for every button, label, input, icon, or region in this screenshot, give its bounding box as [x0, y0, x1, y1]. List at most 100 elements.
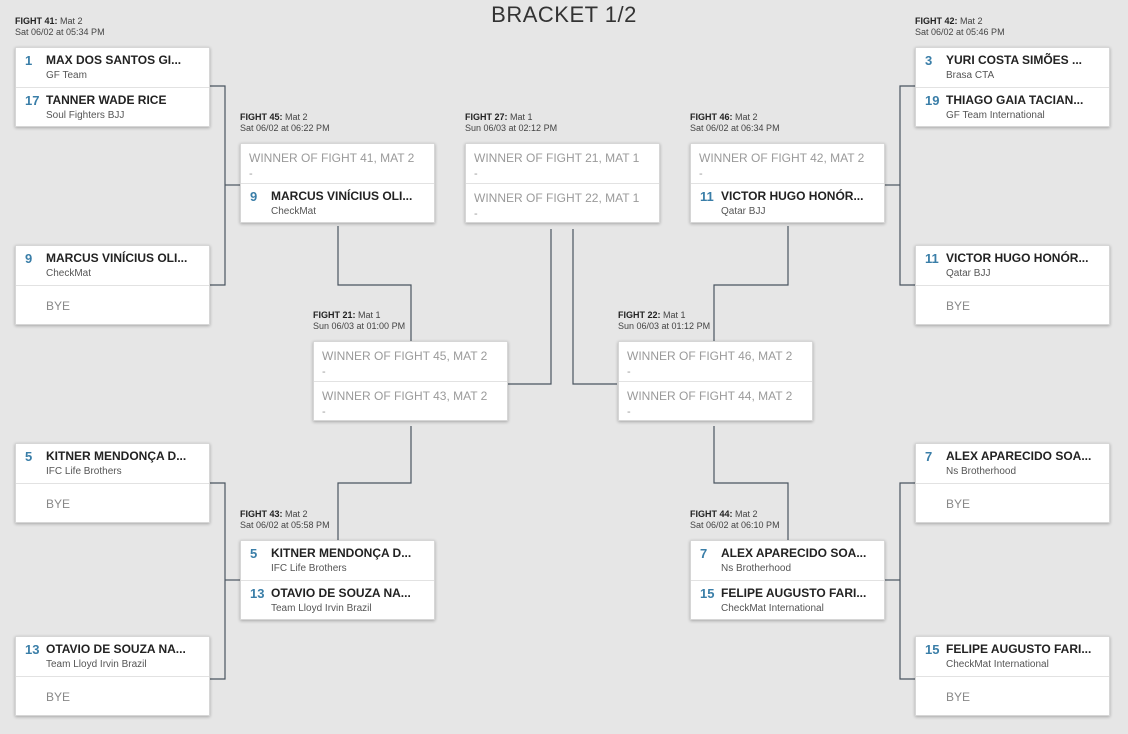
- match-card-fight-42[interactable]: 3 YURI COSTA SIMÕES ... Brasa CTA 19 THI…: [915, 47, 1110, 127]
- match-card-seed-11[interactable]: 11 VICTOR HUGO HONÓR... Qatar BJJ BYE: [915, 245, 1110, 325]
- fight-mat: Mat 2: [285, 509, 308, 519]
- fight-label: FIGHT 44:: [690, 509, 733, 519]
- competitor-slot[interactable]: 19 THIAGO GAIA TACIAN... GF Team Interna…: [916, 87, 1109, 127]
- bye-slot: BYE: [16, 483, 209, 523]
- competitor-slot[interactable]: 15 FELIPE AUGUSTO FARI... CheckMat Inter…: [916, 637, 1109, 676]
- winner-placeholder-slot: WINNER OF FIGHT 44, MAT 2 -: [619, 381, 812, 421]
- competitor-name: VICTOR HUGO HONÓR...: [946, 251, 1089, 265]
- team-name: GF Team: [46, 70, 87, 81]
- competitor-slot[interactable]: 9 MARCUS VINÍCIUS OLI... CheckMat: [241, 183, 434, 223]
- competitor-slot[interactable]: 11 VICTOR HUGO HONÓR... Qatar BJJ: [916, 246, 1109, 285]
- bye-label: BYE: [946, 690, 971, 704]
- fight-mat: Mat 2: [285, 112, 308, 122]
- match-card-fight-43[interactable]: 5 KITNER MENDONÇA D... IFC Life Brothers…: [240, 540, 435, 620]
- competitor-name: KITNER MENDONÇA D...: [46, 449, 187, 463]
- competitor-slot[interactable]: 5 KITNER MENDONÇA D... IFC Life Brothers: [16, 444, 209, 483]
- competitor-slot[interactable]: 5 KITNER MENDONÇA D... IFC Life Brothers: [241, 541, 434, 580]
- competitor-slot[interactable]: 17 TANNER WADE RICE Soul Fighters BJJ: [16, 87, 209, 127]
- team-name: Soul Fighters BJJ: [46, 110, 125, 121]
- bye-slot: BYE: [916, 285, 1109, 325]
- fight-label: FIGHT 41:: [15, 16, 58, 26]
- competitor-name: KITNER MENDONÇA D...: [271, 546, 412, 560]
- fight-label: FIGHT 27:: [465, 112, 508, 122]
- winner-placeholder-slot: WINNER OF FIGHT 22, MAT 1 -: [466, 183, 659, 223]
- bye-slot: BYE: [916, 676, 1109, 716]
- match-card-seed-7[interactable]: 7 ALEX APARECIDO SOA... Ns Brotherhood B…: [915, 443, 1110, 523]
- competitor-name: ALEX APARECIDO SOA...: [946, 449, 1092, 463]
- team-name: Ns Brotherhood: [946, 466, 1017, 477]
- seed-number: 19: [925, 93, 940, 108]
- competitor-slot[interactable]: 9 MARCUS VINÍCIUS OLI... CheckMat: [16, 246, 209, 285]
- competitor-slot[interactable]: 7 ALEX APARECIDO SOA... Ns Brotherhood: [916, 444, 1109, 483]
- fight-time: Sat 06/02 at 06:10 PM: [690, 520, 780, 530]
- match-card-fight-41[interactable]: 1 MAX DOS SANTOS GI... GF Team 17 TANNER…: [15, 47, 210, 127]
- competitor-slot[interactable]: 1 MAX DOS SANTOS GI... GF Team: [16, 48, 209, 87]
- winner-placeholder-slot: WINNER OF FIGHT 45, MAT 2 -: [314, 342, 507, 381]
- winner-placeholder-slot: WINNER OF FIGHT 43, MAT 2 -: [314, 381, 507, 421]
- bye-label: BYE: [46, 497, 71, 511]
- bye-slot: BYE: [916, 483, 1109, 523]
- competitor-name: MAX DOS SANTOS GI...: [46, 53, 182, 67]
- fight-label: FIGHT 22:: [618, 310, 661, 320]
- fight-mat: Mat 1: [510, 112, 533, 122]
- fight-time: Sat 06/02 at 06:22 PM: [240, 123, 330, 133]
- match-card-fight-21[interactable]: WINNER OF FIGHT 45, MAT 2 - WINNER OF FI…: [313, 341, 508, 421]
- match-card-seed-9[interactable]: 9 MARCUS VINÍCIUS OLI... CheckMat BYE: [15, 245, 210, 325]
- fight-44-header: FIGHT 44: Mat 2 Sat 06/02 at 06:10 PM: [690, 509, 780, 531]
- match-card-fight-45[interactable]: WINNER OF FIGHT 41, MAT 2 - 9 MARCUS VIN…: [240, 143, 435, 223]
- bye-label: BYE: [46, 690, 71, 704]
- match-card-seed-5[interactable]: 5 KITNER MENDONÇA D... IFC Life Brothers…: [15, 443, 210, 523]
- team-name: IFC Life Brothers: [46, 466, 122, 477]
- team-name: CheckMat International: [721, 603, 824, 614]
- fight-27-header: FIGHT 27: Mat 1 Sun 06/03 at 02:12 PM: [465, 112, 557, 134]
- competitor-slot[interactable]: 11 VICTOR HUGO HONÓR... Qatar BJJ: [691, 183, 884, 223]
- fight-time: Sat 06/02 at 05:58 PM: [240, 520, 330, 530]
- winner-placeholder-label: WINNER OF FIGHT 45, MAT 2: [322, 349, 488, 363]
- competitor-name: MARCUS VINÍCIUS OLI...: [271, 189, 413, 203]
- seed-number: 15: [925, 642, 940, 657]
- winner-placeholder-label: WINNER OF FIGHT 43, MAT 2: [322, 389, 488, 403]
- winner-placeholder-dash: -: [322, 366, 326, 378]
- winner-placeholder-dash: -: [627, 406, 631, 418]
- competitor-slot[interactable]: 13 OTAVIO DE SOUZA NA... Team Lloyd Irvi…: [16, 637, 209, 676]
- team-name: Team Lloyd Irvin Brazil: [271, 603, 372, 614]
- winner-placeholder-dash: -: [249, 168, 253, 180]
- bye-label: BYE: [946, 299, 971, 313]
- seed-number: 9: [25, 251, 33, 266]
- match-card-seed-15[interactable]: 15 FELIPE AUGUSTO FARI... CheckMat Inter…: [915, 636, 1110, 716]
- seed-number: 17: [25, 93, 40, 108]
- seed-number: 13: [25, 642, 40, 657]
- seed-number: 13: [250, 586, 265, 601]
- winner-placeholder-label: WINNER OF FIGHT 41, MAT 2: [249, 151, 415, 165]
- match-card-fight-22[interactable]: WINNER OF FIGHT 46, MAT 2 - WINNER OF FI…: [618, 341, 813, 421]
- competitor-slot[interactable]: 13 OTAVIO DE SOUZA NA... Team Lloyd Irvi…: [241, 580, 434, 620]
- competitor-name: OTAVIO DE SOUZA NA...: [46, 642, 186, 656]
- competitor-slot[interactable]: 3 YURI COSTA SIMÕES ... Brasa CTA: [916, 48, 1109, 87]
- competitor-name: MARCUS VINÍCIUS OLI...: [46, 251, 188, 265]
- competitor-name: YURI COSTA SIMÕES ...: [946, 53, 1083, 67]
- competitor-name: FELIPE AUGUSTO FARI...: [721, 586, 867, 600]
- winner-placeholder-label: WINNER OF FIGHT 44, MAT 2: [627, 389, 793, 403]
- match-card-fight-44[interactable]: 7 ALEX APARECIDO SOA... Ns Brotherhood 1…: [690, 540, 885, 620]
- competitor-slot[interactable]: 7 ALEX APARECIDO SOA... Ns Brotherhood: [691, 541, 884, 580]
- winner-placeholder-label: WINNER OF FIGHT 46, MAT 2: [627, 349, 793, 363]
- winner-placeholder-dash: -: [474, 208, 478, 220]
- winner-placeholder-dash: -: [627, 366, 631, 378]
- team-name: Brasa CTA: [946, 70, 995, 81]
- winner-placeholder-label: WINNER OF FIGHT 21, MAT 1: [474, 151, 640, 165]
- match-card-fight-46[interactable]: WINNER OF FIGHT 42, MAT 2 - 11 VICTOR HU…: [690, 143, 885, 223]
- match-card-fight-27[interactable]: WINNER OF FIGHT 21, MAT 1 - WINNER OF FI…: [465, 143, 660, 223]
- fight-label: FIGHT 43:: [240, 509, 283, 519]
- fight-time: Sat 06/02 at 05:46 PM: [915, 27, 1005, 37]
- match-card-seed-13[interactable]: 13 OTAVIO DE SOUZA NA... Team Lloyd Irvi…: [15, 636, 210, 716]
- seed-number: 9: [250, 189, 258, 204]
- fight-mat: Mat 2: [735, 509, 758, 519]
- winner-placeholder-slot: WINNER OF FIGHT 41, MAT 2 -: [241, 144, 434, 183]
- page-title: BRACKET 1/2: [491, 2, 637, 27]
- seed-number: 11: [700, 189, 714, 204]
- team-name: CheckMat International: [946, 659, 1049, 670]
- bye-slot: BYE: [16, 285, 209, 325]
- bye-slot: BYE: [16, 676, 209, 716]
- competitor-slot[interactable]: 15 FELIPE AUGUSTO FARI... CheckMat Inter…: [691, 580, 884, 620]
- winner-placeholder-dash: -: [474, 168, 478, 180]
